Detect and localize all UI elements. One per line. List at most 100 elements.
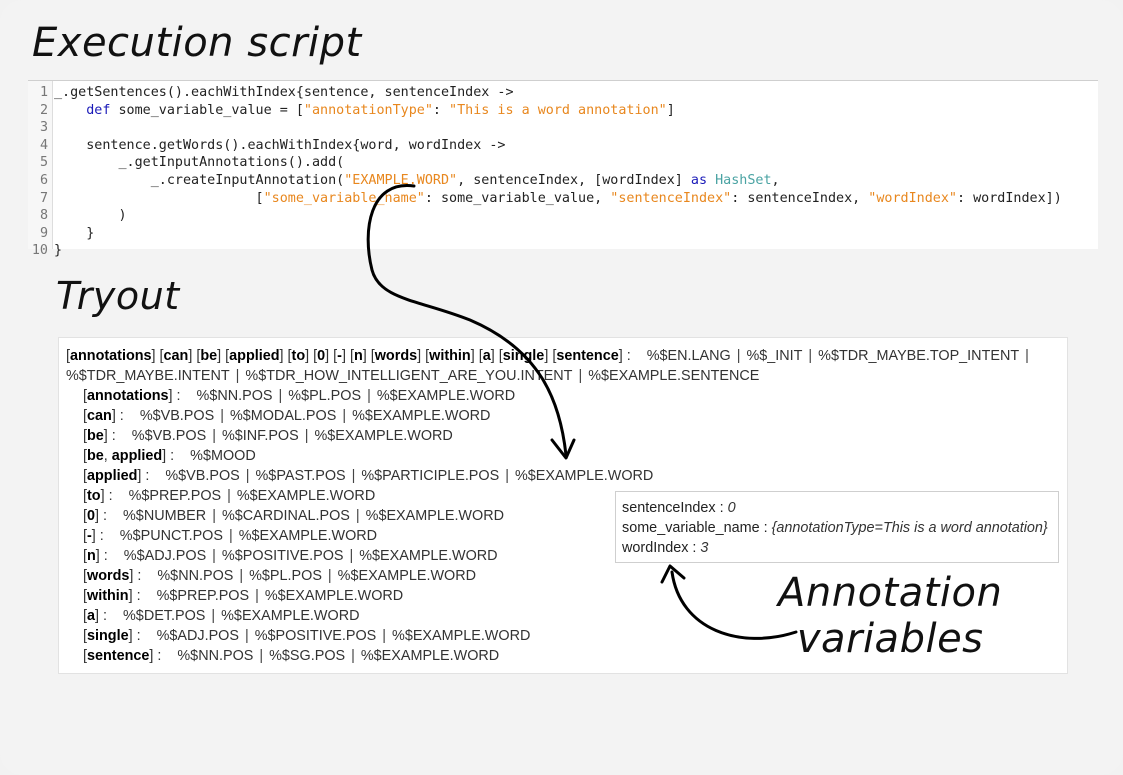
annotation-tag[interactable]: %$EXAMPLE.WORD <box>376 388 516 404</box>
variable-value: 0 <box>727 500 736 516</box>
annotation-tag[interactable]: %$EXAMPLE.WORD <box>365 508 504 524</box>
code-editor[interactable]: 1_.getSentences().eachWithIndex{sentence… <box>28 80 1098 258</box>
word-annotation-row[interactable]: [words] : %$NN.POS|%$PL.POS|%$EXAMPLE.WO… <box>83 568 477 584</box>
annotation-tag[interactable]: %$PAST.POS <box>255 468 346 484</box>
tryout-title: Tryout <box>56 274 180 318</box>
annotation-tag[interactable]: %$POSITIVE.POS <box>254 628 377 644</box>
code-text: } <box>54 225 94 243</box>
line-number: 3 <box>39 120 48 136</box>
annotation-tag[interactable]: %$_INIT <box>746 348 803 364</box>
word-annotation-row[interactable]: [to] : %$PREP.POS|%$EXAMPLE.WORD <box>83 488 376 504</box>
annotation-tag[interactable]: %$SG.POS <box>269 648 346 664</box>
annotation-tag[interactable]: %$EXAMPLE.WORD <box>236 488 376 504</box>
annotation-tag[interactable]: %$EXAMPLE.WORD <box>514 468 654 484</box>
annotation-tag[interactable]: %$TDR_MAYBE.INTENT <box>66 368 230 384</box>
annotation-tag[interactable]: %$EXAMPLE.WORD <box>392 628 531 644</box>
annotation-tag[interactable]: %$TDR_MAYBE.TOP_INTENT <box>818 348 1020 364</box>
annotation-tag[interactable]: %$PREP.POS <box>156 588 250 604</box>
token-label: a <box>482 348 491 364</box>
code-string: "wordIndex" <box>868 190 957 206</box>
line-number: 2 <box>39 102 48 118</box>
token-label: be <box>87 448 104 464</box>
line-number: 7 <box>39 190 48 206</box>
variable-key: wordIndex <box>622 540 689 556</box>
word-annotation-row[interactable]: [be] : %$VB.POS|%$INF.POS|%$EXAMPLE.WORD <box>83 428 453 444</box>
annotation-tag[interactable]: %$VB.POS <box>165 468 240 484</box>
code-token: ] <box>666 102 675 118</box>
annotation-tag[interactable]: %$POSITIVE.POS <box>221 548 344 564</box>
word-annotation-row[interactable]: [annotations] : %$NN.POS|%$PL.POS|%$EXAM… <box>83 388 516 404</box>
annotation-tag[interactable]: %$EXAMPLE.WORD <box>360 648 500 664</box>
token-label: 0 <box>317 348 326 364</box>
sentence-row[interactable]: [annotations] [can] [be] [applied] [to] … <box>66 348 1029 364</box>
annotation-separator: | <box>227 488 231 504</box>
word-annotation-row[interactable]: [applied] : %$VB.POS|%$PAST.POS|%$PARTIC… <box>83 468 654 484</box>
word-annotation-row[interactable]: [n] : %$ADJ.POS|%$POSITIVE.POS|%$EXAMPLE… <box>83 548 498 564</box>
word-annotation-row[interactable]: [0] : %$NUMBER|%$CARDINAL.POS|%$EXAMPLE.… <box>83 508 504 524</box>
annotation-separator: | <box>351 468 356 484</box>
annotation-tag[interactable]: %$VB.POS <box>131 428 207 444</box>
annotation-tag[interactable]: %$VB.POS <box>139 408 215 424</box>
annotation-tag[interactable]: %$PL.POS <box>249 568 322 584</box>
word-annotation-row[interactable]: [be, applied] : %$MOOD <box>83 448 256 464</box>
annotation-tag[interactable]: %$TDR_HOW_INTELLIGENT_ARE_YOU.INTENT <box>245 368 573 384</box>
annotation-tag[interactable]: %$EXAMPLE.WORD <box>352 408 491 424</box>
word-annotation-row[interactable]: [a] : %$DET.POS|%$EXAMPLE.WORD <box>83 608 360 624</box>
annotation-tag[interactable]: %$EN.LANG <box>646 348 731 364</box>
annotation-tag[interactable]: %$EXAMPLE.WORD <box>337 568 477 584</box>
annotation-tag[interactable]: %$EXAMPLE.WORD <box>314 428 453 444</box>
line-number: 6 <box>39 173 48 188</box>
annotation-tag[interactable]: %$PARTICIPLE.POS <box>361 468 500 484</box>
annotation-tag[interactable]: %$PL.POS <box>288 388 362 404</box>
token-label: sentence <box>556 348 619 364</box>
annotation-separator: | <box>505 468 509 484</box>
code-token: : sentenceIndex, <box>731 190 869 206</box>
annotation-tag[interactable]: %$MOOD <box>190 448 256 464</box>
word-annotation-row[interactable]: [-] : %$PUNCT.POS|%$EXAMPLE.WORD <box>83 528 378 544</box>
token-label: can <box>163 348 189 364</box>
annotation-tag[interactable]: %$NUMBER <box>123 508 207 524</box>
line-number-gutter <box>28 81 53 249</box>
annotation-separator: | <box>808 348 813 364</box>
annotation-tag[interactable]: %$EXAMPLE.SENTENCE <box>588 368 760 384</box>
annotation-separator: | <box>239 568 244 584</box>
annotation-tag[interactable]: %$EXAMPLE.WORD <box>264 588 404 604</box>
annotation-tag[interactable]: %$PREP.POS <box>128 488 222 504</box>
code-text: _.getInputAnnotations().add( <box>54 154 344 172</box>
word-annotation-row[interactable]: [sentence] : %$NN.POS|%$SG.POS|%$EXAMPLE… <box>83 648 500 664</box>
annotation-tag[interactable]: %$EXAMPLE.WORD <box>238 528 378 544</box>
token-label: a <box>87 608 96 624</box>
annotation-tag[interactable]: %$NN.POS <box>196 388 273 404</box>
annotation-tag[interactable]: %$DET.POS <box>123 608 206 624</box>
code-token: : some_variable_value, <box>424 190 611 206</box>
annotation-tag[interactable]: %$EXAMPLE.WORD <box>359 548 498 564</box>
token-label: n <box>353 348 363 364</box>
code-token: _.createInputAnnotation( <box>54 173 345 188</box>
annotation-tag[interactable]: %$PUNCT.POS <box>119 528 223 544</box>
word-annotation-row[interactable]: [single] : %$ADJ.POS|%$POSITIVE.POS|%$EX… <box>83 628 531 644</box>
annotation-separator: | <box>278 388 283 404</box>
annotation-tag[interactable]: %$INF.POS <box>221 428 299 444</box>
code-string: "sentenceIndex" <box>610 190 732 206</box>
token-label: 0 <box>87 508 96 524</box>
arrow-head-down <box>550 438 576 460</box>
annotation-separator: | <box>228 528 233 544</box>
token-label: - <box>87 528 92 544</box>
annotation-tag[interactable]: %$EXAMPLE.WORD <box>221 608 360 624</box>
execution-script-title: Execution script <box>32 20 362 66</box>
word-annotation-row[interactable]: [can] : %$VB.POS|%$MODAL.POS|%$EXAMPLE.W… <box>83 408 491 424</box>
code-token: _.getInputAnnotations().add( <box>54 155 345 171</box>
annotation-tag[interactable]: %$CARDINAL.POS <box>221 508 350 524</box>
annotation-tag[interactable]: %$ADJ.POS <box>156 628 239 644</box>
token-label: sentence <box>87 648 150 664</box>
code-text: ["some_variable_name": some_variable_val… <box>54 190 1062 208</box>
code-keyword: as <box>690 173 708 188</box>
word-annotation-row[interactable]: [within] : %$PREP.POS|%$EXAMPLE.WORD <box>83 588 404 604</box>
annotation-tag[interactable]: %$NN.POS <box>177 648 254 664</box>
annotation-tag[interactable]: %$NN.POS <box>157 568 234 584</box>
annotation-tag[interactable]: %$ADJ.POS <box>123 548 207 564</box>
code-token: _.getSentences().eachWithIndex{sentence,… <box>54 85 514 100</box>
annotation-tag[interactable]: %$MODAL.POS <box>229 408 337 424</box>
annotation-separator: | <box>327 568 332 584</box>
token-label: annotations <box>87 388 169 404</box>
